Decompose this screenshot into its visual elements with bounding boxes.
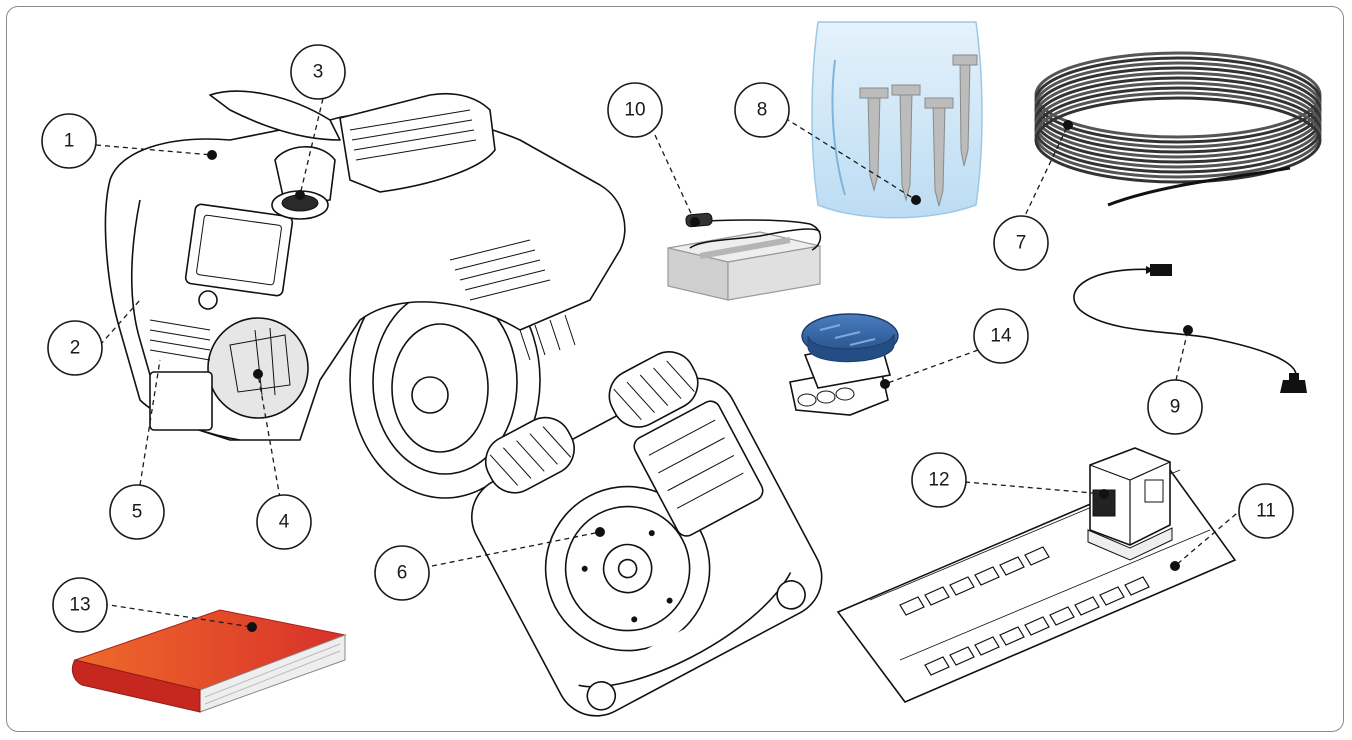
charging-plate-icon xyxy=(838,470,1235,702)
callout-2: 2 xyxy=(48,321,102,375)
pegs-bag-icon xyxy=(812,22,982,218)
callout-7: 7 xyxy=(994,216,1048,270)
callout-6: 6 xyxy=(375,546,429,600)
svg-text:12: 12 xyxy=(928,470,949,491)
charging-unit-icon xyxy=(1088,448,1172,560)
manual-book-icon xyxy=(72,610,345,712)
svg-text:7: 7 xyxy=(1016,233,1027,254)
svg-text:4: 4 xyxy=(279,512,290,533)
callout-14: 14 xyxy=(974,309,1028,363)
callout-9: 9 xyxy=(1148,380,1202,434)
callout-12: 12 xyxy=(912,453,966,507)
power-supply-icon xyxy=(668,213,820,300)
wire-coil-icon xyxy=(1036,53,1320,205)
callout-3: 3 xyxy=(291,45,345,99)
svg-text:8: 8 xyxy=(757,100,768,121)
callout-5: 5 xyxy=(110,485,164,539)
callout-10: 10 xyxy=(608,83,662,137)
wire-connector-icon xyxy=(790,314,898,415)
callout-11: 11 xyxy=(1239,484,1293,538)
svg-text:13: 13 xyxy=(69,595,90,616)
svg-text:2: 2 xyxy=(70,338,81,359)
svg-text:14: 14 xyxy=(990,326,1012,347)
svg-text:1: 1 xyxy=(64,131,75,152)
callout-8: 8 xyxy=(735,83,789,137)
svg-text:5: 5 xyxy=(132,502,143,523)
callout-4: 4 xyxy=(257,495,311,549)
callout-13: 13 xyxy=(53,578,107,632)
callout-1: 1 xyxy=(42,114,96,168)
svg-text:9: 9 xyxy=(1170,397,1181,418)
svg-text:3: 3 xyxy=(313,62,324,83)
svg-text:6: 6 xyxy=(397,563,408,584)
svg-text:10: 10 xyxy=(624,100,645,121)
svg-text:11: 11 xyxy=(1256,501,1276,522)
